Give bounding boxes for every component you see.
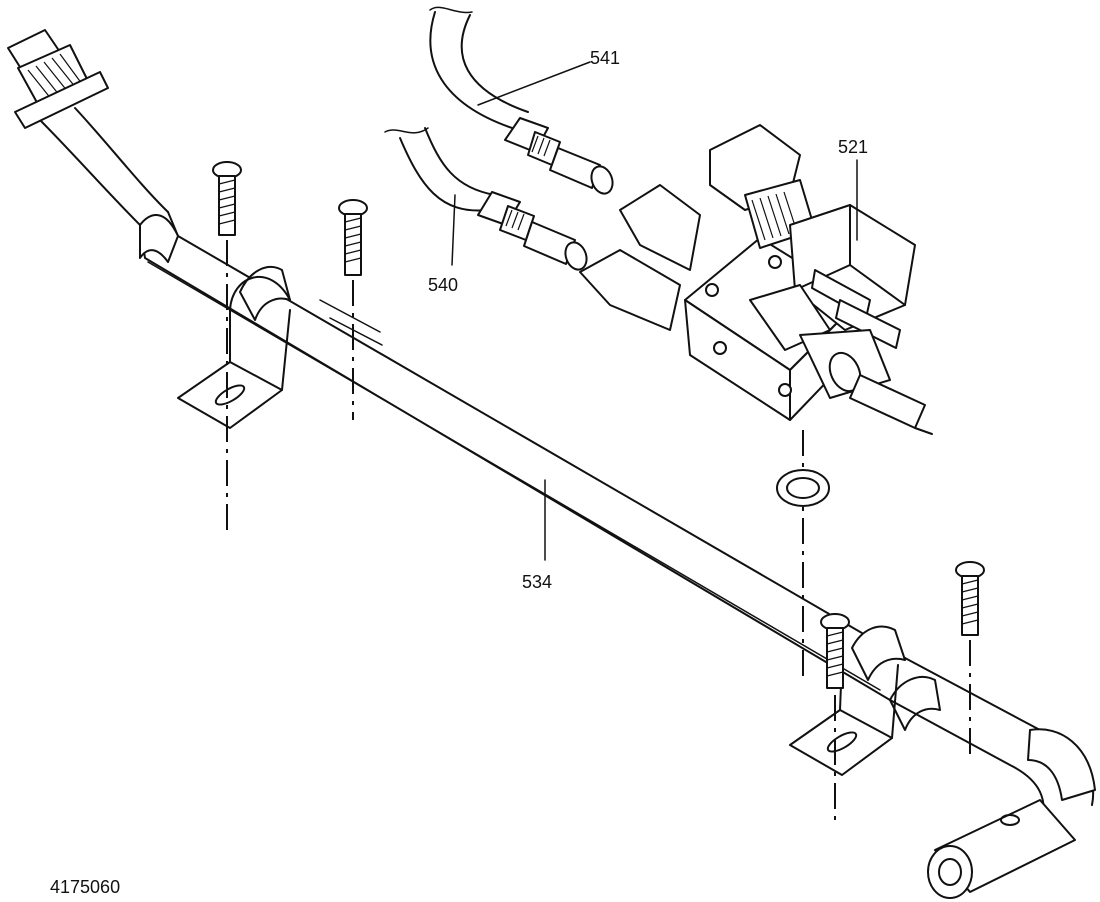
- left-mounting-bracket: [177, 276, 291, 429]
- thermocouple-fitting: [504, 117, 614, 195]
- screw-left-1: [212, 161, 242, 236]
- callout-534: 534: [522, 572, 552, 592]
- screw-right-1: [820, 613, 850, 689]
- manifold-pipe: [7, 29, 1096, 899]
- callout-521: 521: [838, 137, 868, 157]
- pilot-tube: [384, 127, 496, 212]
- callout-leader-lines: [451, 61, 858, 561]
- screw-right-2: [955, 561, 985, 636]
- callout-541: 541: [590, 48, 620, 68]
- callout-540: 540: [428, 275, 458, 295]
- sealing-washer: [776, 469, 830, 507]
- pilot-fitting: [477, 191, 588, 271]
- figure-id-label: 4175060: [50, 877, 120, 897]
- screw-left-2: [338, 199, 368, 276]
- gas-valve: [579, 124, 933, 435]
- thermocouple-tube: [429, 6, 529, 131]
- assembly-center-lines: [226, 240, 971, 825]
